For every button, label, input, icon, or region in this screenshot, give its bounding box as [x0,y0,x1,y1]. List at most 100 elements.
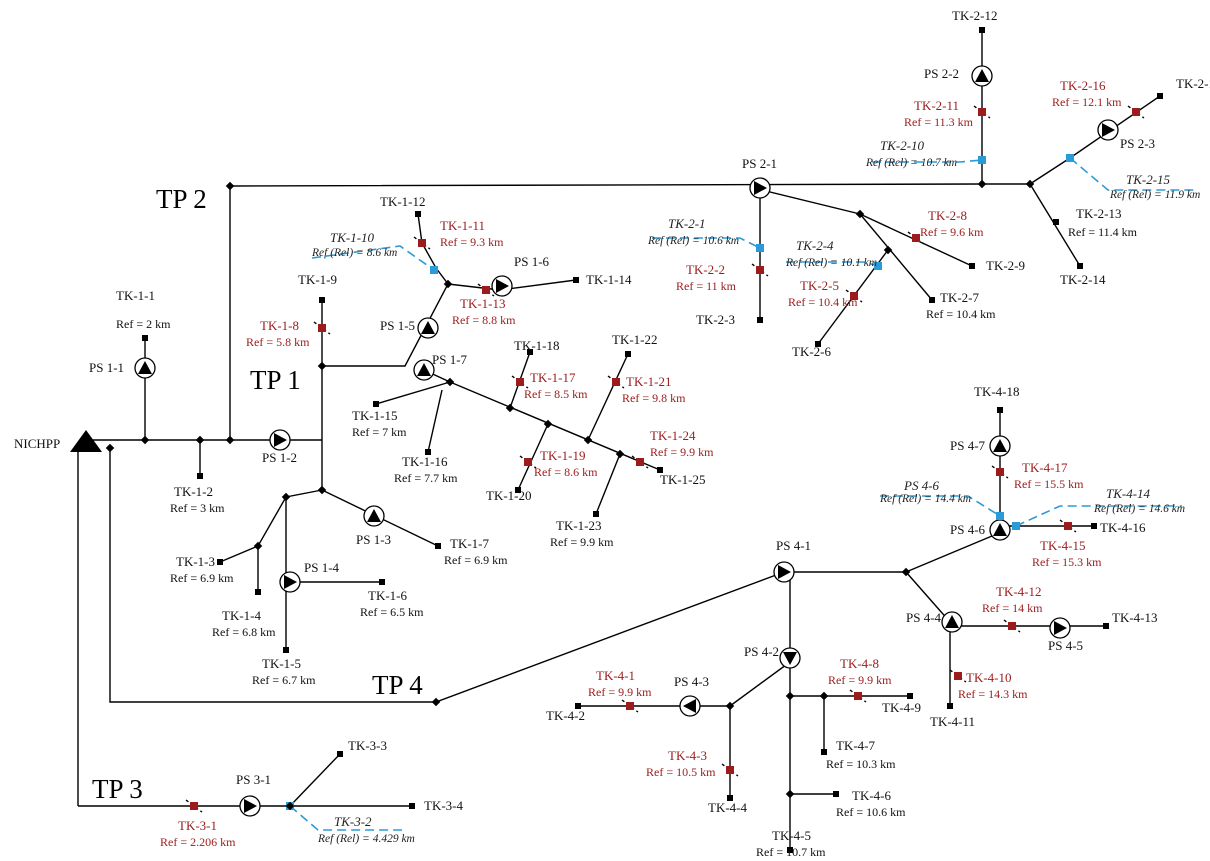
red-label-tk-4-3: TK-4-3 [668,748,707,763]
red-ref-tk-3-1: Ref = 2.206 km [160,835,236,849]
node-label-tk-1-4: TK-1-4 [222,608,261,623]
node-ref-tk-1-3: Ref = 6.9 km [170,571,234,585]
red-label-tk-4-10: TK-4-10 [966,670,1012,685]
junction [140,435,150,445]
node-label-tk-4-9: TK-4-9 [882,700,921,715]
pipe-tk-1-3-branch [219,489,323,563]
red-ref-tk-1-24: Ref = 9.9 km [650,445,714,459]
measure-tk-1-21 [607,375,625,389]
node-ref-tk-1-4: Ref = 6.8 km [212,625,276,639]
junction [285,801,295,811]
red-label-tk-2-11: TK-2-11 [914,98,959,113]
red-ref-tk-1-13: Ref = 8.8 km [452,313,516,327]
pump-label: PS 1-1 [89,360,124,375]
node-label-tk-1-5: TK-1-5 [262,656,301,671]
pump-triangle-icon [1054,621,1067,635]
red-marker-icon [726,766,734,774]
red-label-tk-1-19: TK-1-19 [540,448,586,463]
blue-marker-tk-4-14 [1012,522,1020,530]
pump-label: PS 4-6 [950,522,986,537]
node-label-tk-4-2: TK-4-2 [546,708,585,723]
blue-ref-tk-4-14: Ref (Rel) = 14.6 km [1093,503,1185,515]
red-marker-icon [850,292,858,300]
blue-ref-ps-4-6: Ref (Rel) = 14.4 km [879,493,971,505]
node-label-tk-4-11: TK-4-11 [930,714,975,729]
measure-tk-1-19 [519,455,537,469]
pump-triangle-icon [993,523,1007,536]
junction [317,361,327,371]
pump-ps-1-6 [491,275,513,297]
node-tk-4-11 [947,703,953,709]
pump-triangle-icon [367,509,381,522]
blue-label-tk-2-15: TK-2-15 [1126,172,1171,187]
generated-layer: PS 1-1PS 1-2PS 1-3PS 1-4PS 1-5PS 1-6PS 1… [89,8,1210,859]
measure-tk-2-16 [1127,105,1145,119]
pump-triangle-icon [274,433,287,447]
red-ref-tk-2-16: Ref = 12.1 km [1052,95,1122,109]
pipe-tk-1-16 [427,389,443,453]
trunk-label-tp4: TP 4 [372,670,423,700]
pump-ps-1-7 [413,359,435,381]
junction [253,541,263,551]
node-tk-1-3 [217,559,223,565]
pipe-tk-3-3 [289,753,341,807]
red-marker-icon [318,324,326,332]
node-label-tk-1-20: TK-1-20 [486,488,532,503]
pump-label: PS 1-2 [262,450,297,465]
red-ref-tk-1-21: Ref = 9.8 km [622,391,686,405]
pump-triangle-icon [945,615,959,628]
measure-tk-4-8 [849,689,867,703]
red-label-tk-4-17: TK-4-17 [1022,460,1068,475]
blue-label-tk-2-1: TK-2-1 [668,216,706,231]
node-label-tk-4-13: TK-4-13 [1112,610,1158,625]
node-tk-4-16 [1091,523,1097,529]
pump-ps-2-1 [749,177,771,199]
node-ref-tk-4-5: Ref = 10.7 km [756,845,826,859]
red-ref-tk-4-10: Ref = 14.3 km [958,687,1028,701]
node-ref-tk-1-2: Ref = 3 km [170,501,225,515]
node-tk-4-13 [1103,623,1109,629]
pump-ps-4-2 [779,647,801,669]
red-ref-tk-2-2: Ref = 11 km [676,279,737,293]
pump-label: PS 4-5 [1048,638,1083,653]
pump-ps-4-4 [941,611,963,633]
node-ref-tk-1-15: Ref = 7 km [352,425,407,439]
red-ref-tk-1-17: Ref = 8.5 km [524,387,588,401]
junction [281,492,291,502]
red-label-tk-4-1: TK-4-1 [596,668,635,683]
node-label-tk-1-16: TK-1-16 [402,454,448,469]
node-tk-1-9 [319,297,325,303]
red-label-tk-1-21: TK-1-21 [626,374,672,389]
red-ref-tk-1-8: Ref = 5.8 km [246,335,310,349]
junction [819,691,829,701]
blue-marker-tk-2-10 [978,156,986,164]
pump-label: PS 1-3 [356,532,391,547]
measure-tk-1-24 [631,455,649,469]
node-tk-1-20 [515,487,521,493]
node-label-tk-2-13: TK-2-13 [1076,206,1122,221]
blue-label-tk-4-14: TK-4-14 [1106,486,1151,501]
node-label-tk-1-22: TK-1-22 [612,332,658,347]
junction [583,435,593,445]
measure-tk-2-5 [845,289,863,303]
junction [1025,179,1035,189]
junction [105,443,115,453]
red-ref-tk-1-19: Ref = 8.6 km [534,465,598,479]
node-label-tk-4-16: TK-4-16 [1100,520,1146,535]
blue-label-tk-2-4: TK-2-4 [796,238,834,253]
junction [443,279,453,289]
red-label-tk-1-17: TK-1-17 [530,370,576,385]
measure-tk-4-10 [949,669,967,683]
red-ref-tk-4-1: Ref = 9.9 km [588,685,652,699]
red-marker-icon [418,239,426,247]
node-tk-1-23 [593,511,599,517]
labels: NICHPP TP 1 TP 2 TP 3 TP 4 [14,184,423,804]
node-tk-2-6 [815,341,821,347]
red-label-tk-1-11: TK-1-11 [440,218,485,233]
pump-triangle-icon [993,439,1007,452]
blue-ref-tk-2-15: Ref (Rel) = 11.9 km [1109,189,1200,201]
pump-ps-1-3 [363,505,385,527]
node-tk-2-14 [1077,263,1083,269]
red-marker-icon [1064,522,1072,530]
